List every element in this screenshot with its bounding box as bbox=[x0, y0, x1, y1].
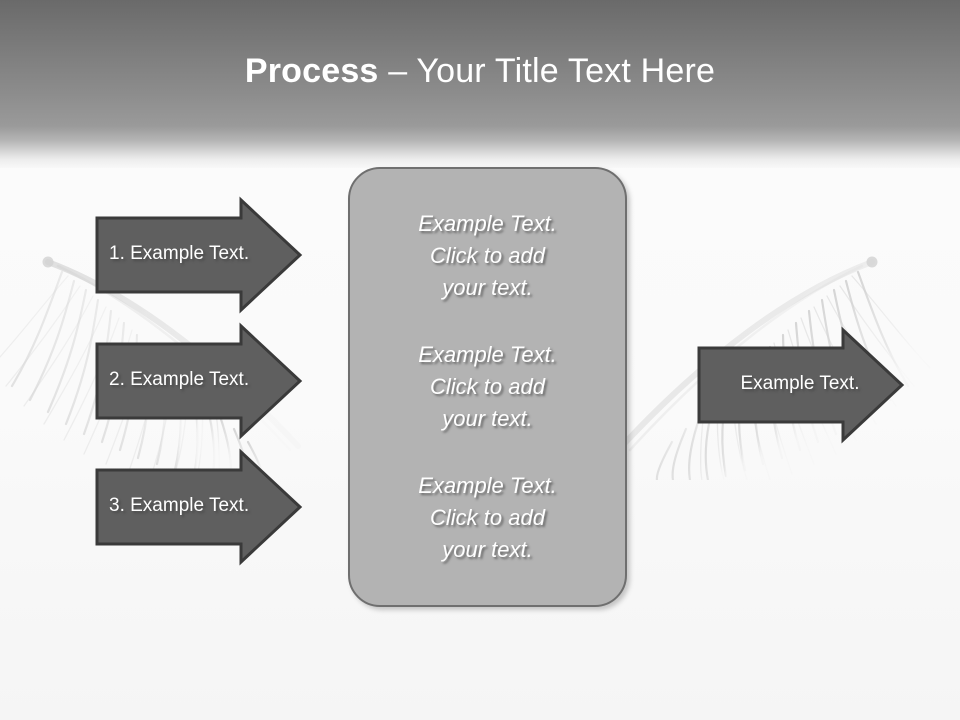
process-result-arrow[interactable]: Example Text. bbox=[697, 326, 905, 444]
panel-text-line: Example Text. bbox=[418, 472, 557, 498]
panel-text-line: Click to add bbox=[430, 373, 545, 399]
panel-text-block-2[interactable]: Example Text. Click to add your text. bbox=[366, 339, 609, 435]
center-content-panel[interactable]: Example Text. Click to add your text. Ex… bbox=[348, 167, 627, 607]
process-step-arrow-3[interactable]: 3. Example Text. bbox=[95, 448, 303, 566]
process-step-arrow-1[interactable]: 1. Example Text. bbox=[95, 196, 303, 314]
panel-text-block-3[interactable]: Example Text. Click to add your text. bbox=[366, 470, 609, 566]
panel-text-line: Click to add bbox=[430, 504, 545, 530]
panel-text-block-1[interactable]: Example Text. Click to add your text. bbox=[366, 208, 609, 304]
panel-text-line: your text. bbox=[442, 536, 533, 562]
page-title-rest: – Your Title Text Here bbox=[378, 52, 716, 90]
panel-text-line: Example Text. bbox=[418, 341, 557, 367]
process-step-arrow-2[interactable]: 2. Example Text. bbox=[95, 322, 303, 440]
panel-text-line: your text. bbox=[442, 405, 533, 431]
panel-text-line: your text. bbox=[442, 275, 533, 301]
header-gradient-band bbox=[0, 0, 960, 168]
page-title-bold: Process bbox=[244, 52, 379, 90]
panel-text-line: Click to add bbox=[430, 243, 545, 269]
panel-text-line: Example Text. bbox=[418, 211, 557, 237]
page-title: Process – Your Title Text Here bbox=[0, 49, 960, 93]
